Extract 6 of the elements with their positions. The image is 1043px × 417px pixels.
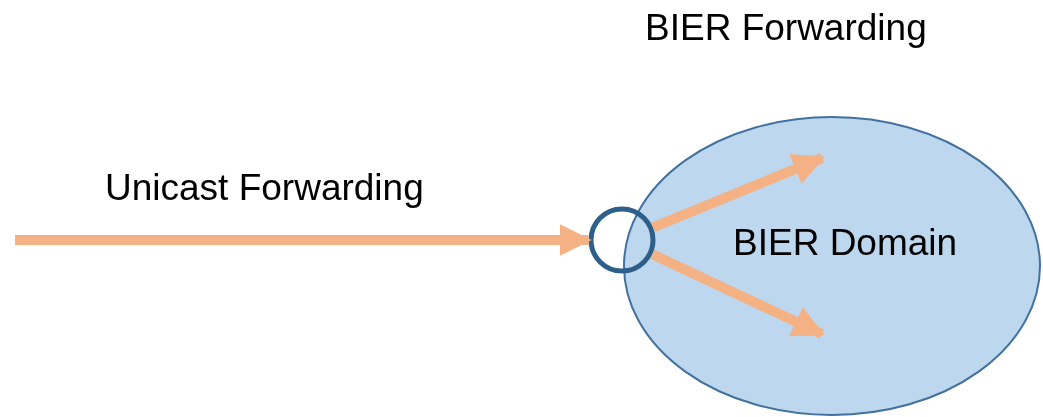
edge-label: Unicast Forwarding (105, 168, 424, 209)
arrow (650, 249, 825, 339)
domain-heading: BIER Forwarding (645, 8, 927, 49)
arrow (15, 224, 592, 256)
domain-label: BIER Domain (733, 223, 958, 264)
arrow (651, 153, 825, 232)
